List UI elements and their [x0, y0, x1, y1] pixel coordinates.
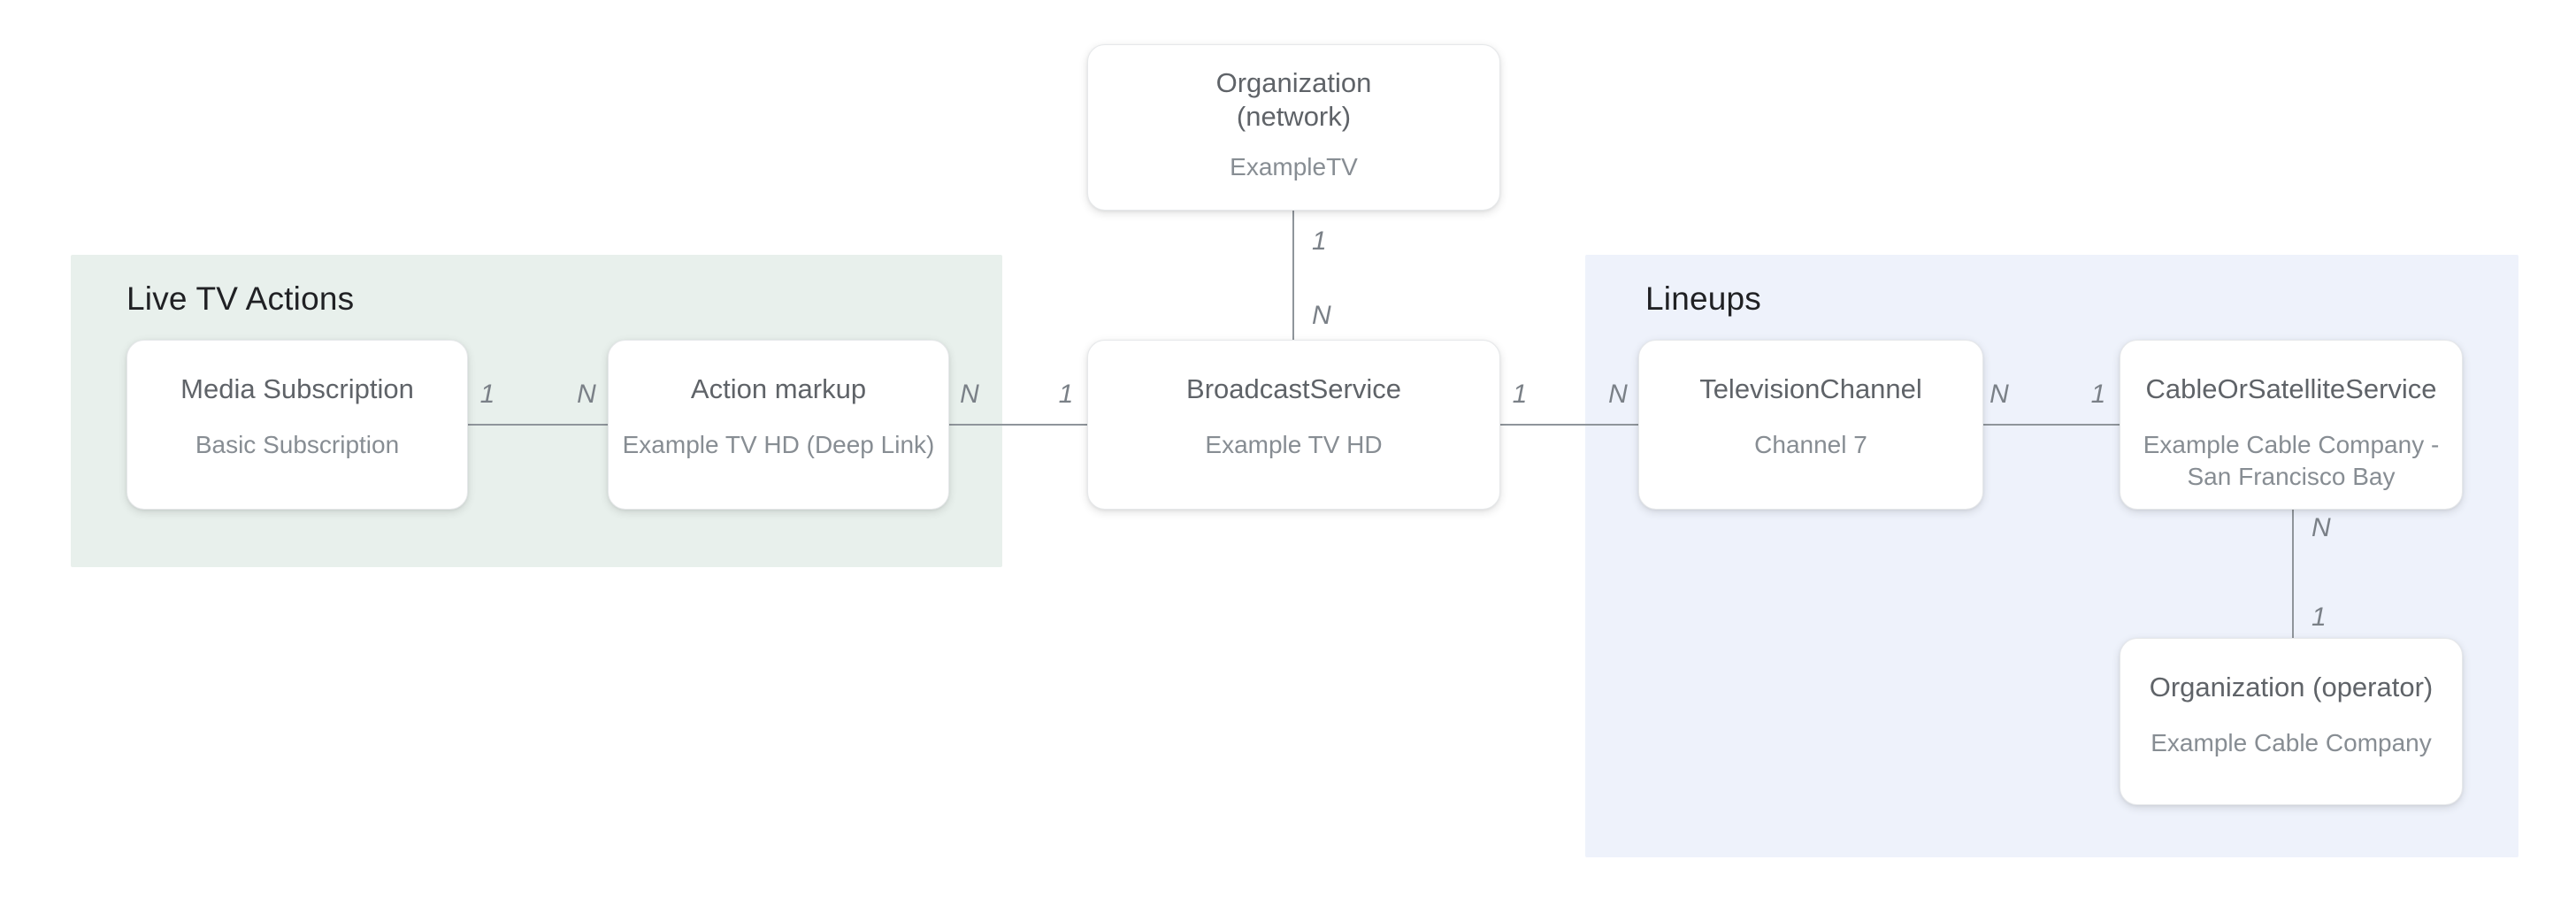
node-organization-network: Organization (network) ExampleTV: [1087, 44, 1500, 211]
node-title: BroadcastService: [1186, 373, 1401, 404]
node-subtitle: Example Cable Company - San Francisco Ba…: [2143, 431, 2440, 490]
node-subtitle: Example TV HD (Deep Link): [622, 431, 935, 458]
node-media-subscription: Media Subscription Basic Subscription: [126, 340, 468, 510]
node-subtitle: ExampleTV: [1230, 153, 1358, 180]
cardinality-label: 1: [2090, 380, 2106, 409]
node-broadcast-service: BroadcastService Example TV HD: [1087, 340, 1500, 510]
node-subtitle: Example TV HD: [1205, 431, 1383, 458]
cardinality-label: N: [1312, 301, 1331, 330]
cardinality-label: 1: [1058, 380, 1074, 409]
connector-line-actionmarkup-to-broadcast: [949, 424, 1087, 426]
node-title: Media Subscription: [180, 373, 414, 404]
node-title: CableOrSatelliteService: [2145, 373, 2437, 404]
connector-line-broadcast-to-televisionchannel: [1500, 424, 1638, 426]
connector-line-televisionchannel-to-cable: [1983, 424, 2120, 426]
node-cable-or-satellite-service: CableOrSatelliteService Example Cable Co…: [2120, 340, 2463, 510]
node-television-channel: TelevisionChannel Channel 7: [1638, 340, 1983, 510]
cardinality-label: N: [960, 380, 979, 409]
node-organization-operator: Organization (operator) Example Cable Co…: [2120, 638, 2463, 805]
connector-line-cable-to-operator: [2292, 509, 2294, 638]
cardinality-label: N: [1990, 380, 2009, 409]
node-subtitle: Basic Subscription: [195, 431, 400, 458]
connector-line-network-to-broadcast: [1292, 211, 1294, 340]
cardinality-label: 1: [1512, 380, 1528, 409]
node-action-markup: Action markup Example TV HD (Deep Link): [608, 340, 949, 510]
cardinality-label: 1: [1312, 226, 1327, 256]
cardinality-label: N: [577, 380, 596, 409]
node-subtitle: Example Cable Company: [2150, 729, 2432, 756]
cardinality-label: N: [1608, 380, 1628, 409]
cardinality-label: 1: [479, 380, 495, 409]
cardinality-label: 1: [2312, 603, 2327, 632]
cardinality-label: N: [2312, 513, 2331, 542]
node-title: Action markup: [690, 373, 867, 404]
node-title: Organization (network): [1215, 67, 1372, 132]
group-heading-live-tv-actions: Live TV Actions: [126, 280, 355, 317]
node-subtitle: Channel 7: [1754, 431, 1867, 458]
group-heading-lineups: Lineups: [1645, 280, 1762, 317]
node-title: Organization (operator): [2149, 672, 2434, 703]
node-title: TelevisionChannel: [1699, 373, 1922, 404]
connector-line-mediasubscription-to-actionmarkup: [468, 424, 608, 426]
